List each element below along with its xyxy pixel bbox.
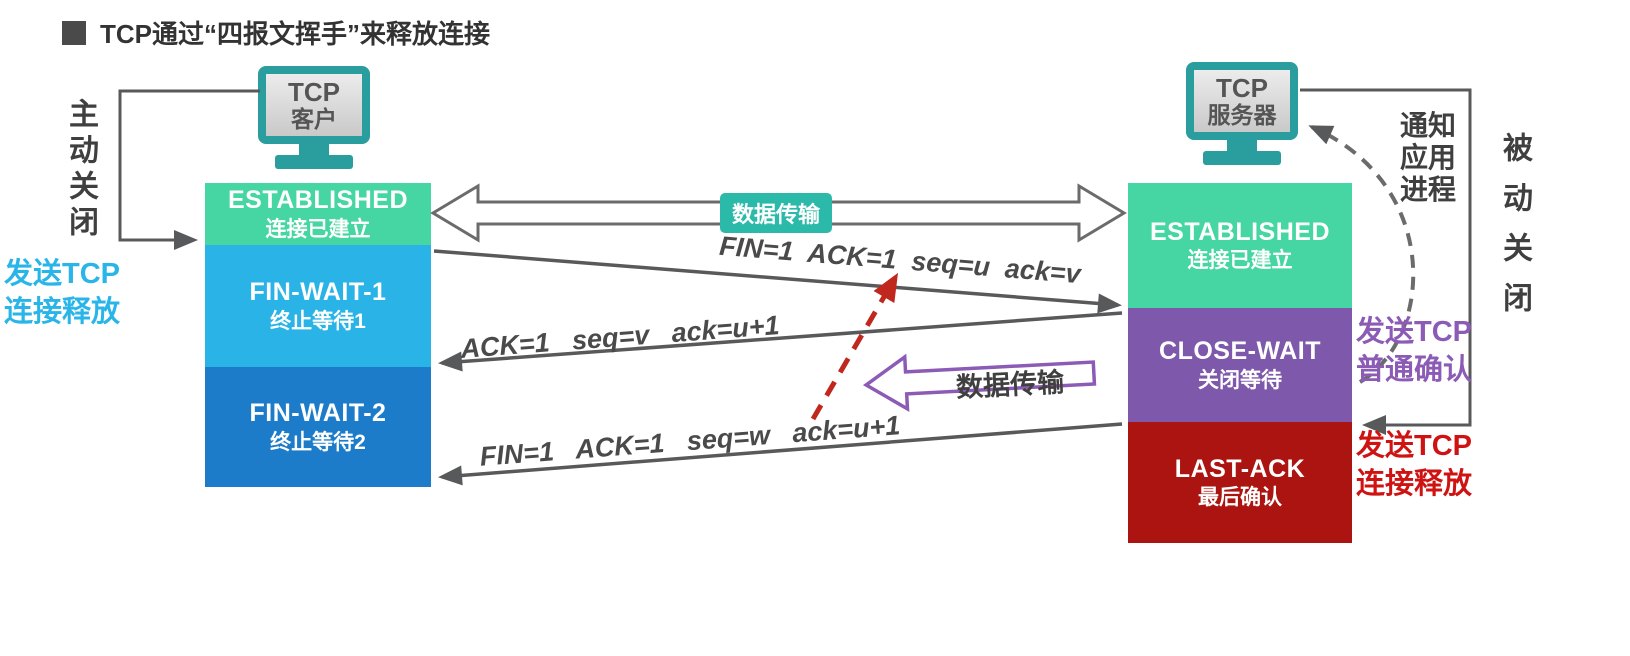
state-label: 终止等待2 — [270, 430, 366, 454]
server-device-line1: TCP — [1216, 73, 1268, 104]
label-line: 连接释放 — [4, 295, 121, 328]
server-computer-icon: TCP 服务器 — [1186, 62, 1298, 165]
client-monitor: TCP 客户 — [258, 66, 370, 144]
server-send-release-label: 发送TCP 连接释放 — [1356, 428, 1472, 503]
state-label: 连接已建立 — [1187, 249, 1293, 272]
client-state-fin-wait-2: FIN-WAIT-2 终止等待2 — [205, 367, 431, 487]
client-device-line1: TCP — [288, 77, 340, 108]
state-label: 最后确认 — [1198, 486, 1282, 509]
client-monitor-stand — [299, 144, 329, 155]
diagram-title: TCP通过“四报文挥手”来释放连接 — [100, 19, 491, 49]
server-monitor-stand — [1227, 140, 1257, 151]
fin2-segment-arrow — [438, 422, 1123, 486]
state-label: 关闭等待 — [1198, 368, 1282, 392]
server-device-line2: 服务器 — [1207, 101, 1277, 128]
data-transfer-mid-label: 数据传输 — [955, 367, 1065, 403]
state-label: 连接已建立 — [265, 217, 371, 241]
label-line: 发送TCP — [1356, 316, 1473, 348]
ack-segment-arrow — [438, 311, 1123, 372]
server-passive-close-connector — [1300, 88, 1472, 435]
active-close-label: 主动关闭 — [64, 98, 97, 242]
label-line: 应用 — [1399, 142, 1456, 174]
state-name: FIN-WAIT-1 — [249, 278, 387, 307]
server-monitor-base — [1203, 151, 1281, 165]
server-monitor: TCP 服务器 — [1186, 62, 1298, 140]
diagram-title-row: TCP通过“四报文挥手”来释放连接 — [62, 14, 490, 51]
notify-application-dashed-arrow — [1308, 125, 1416, 384]
server-state-close-wait: CLOSE-WAIT 关闭等待 — [1128, 308, 1352, 422]
crossing-red-dashed-arrow — [810, 272, 899, 421]
client-active-close-connector — [118, 89, 260, 250]
state-name: ESTABLISHED — [227, 186, 409, 215]
server-send-ack-label: 发送TCP 普通确认 — [1356, 314, 1472, 389]
label-line: 普通确认 — [1356, 353, 1473, 386]
client-computer-icon: TCP 客户 — [258, 66, 370, 169]
client-send-release-label: 发送TCP 连接释放 — [4, 256, 120, 331]
state-name: LAST-ACK — [1174, 454, 1306, 483]
server-state-established: ESTABLISHED 连接已建立 — [1128, 183, 1352, 308]
state-name: CLOSE-WAIT — [1159, 337, 1321, 366]
notify-application-label: 通知 应用 进程 — [1392, 110, 1464, 207]
client-device-line2: 客户 — [291, 105, 337, 132]
state-label: 终止等待1 — [270, 309, 366, 333]
state-name: FIN-WAIT-2 — [249, 399, 387, 428]
state-name: ESTABLISHED — [1149, 217, 1331, 246]
passive-close-label: 被动关闭 — [1498, 132, 1531, 332]
data-transfer-left-arrow — [862, 353, 1097, 412]
title-bullet-square — [62, 20, 86, 45]
label-line: 通知 — [1399, 110, 1456, 141]
label-line: 发送TCP — [1356, 430, 1473, 462]
label-line: 发送TCP — [4, 258, 121, 290]
server-state-last-ack: LAST-ACK 最后确认 — [1128, 422, 1352, 543]
fin-segment-arrow — [433, 249, 1122, 314]
client-state-fin-wait-1: FIN-WAIT-1 终止等待1 — [205, 245, 431, 367]
label-line: 进程 — [1399, 174, 1456, 206]
data-transfer-top-label: 数据传输 — [719, 193, 833, 233]
client-monitor-base — [275, 155, 353, 169]
client-state-established: ESTABLISHED 连接已建立 — [205, 183, 431, 245]
label-line: 连接释放 — [1356, 467, 1473, 500]
